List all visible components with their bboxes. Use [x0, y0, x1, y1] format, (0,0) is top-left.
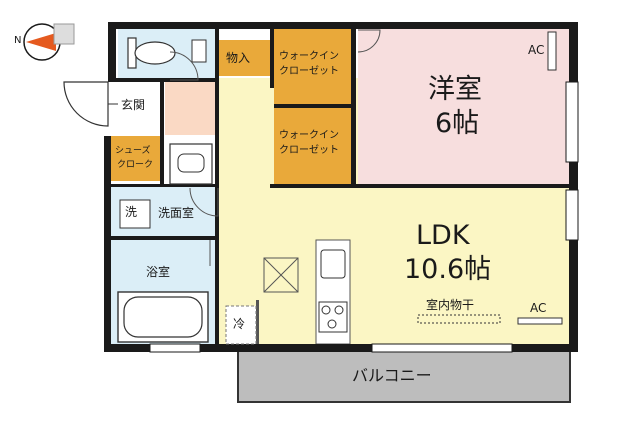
- wall-storage-right: [270, 28, 274, 88]
- indoor-drying-rail: [417, 314, 501, 324]
- shoe-closet-floor: [110, 136, 160, 181]
- wall-closet-right: [351, 28, 356, 186]
- wall-entrance-right: [160, 80, 164, 186]
- balcony-area: [237, 349, 571, 403]
- range-hood-line: [263, 257, 299, 293]
- outer-wall-bottom: [108, 344, 578, 352]
- window-bath: [149, 343, 201, 353]
- bathtub-inner: [123, 296, 203, 338]
- kitchen-sink: [320, 249, 346, 279]
- compass-label: N: [14, 35, 22, 46]
- indoor-drying-label: 室内物干: [426, 298, 475, 312]
- fridge-mark: 冷: [233, 317, 246, 331]
- compass-decoration: [53, 23, 75, 45]
- ldk-name: LDK: [416, 220, 470, 251]
- outer-wall-right: [569, 22, 578, 352]
- washbasin-bowl: [177, 153, 205, 173]
- burner: [321, 305, 331, 315]
- shoe-closet-line1: シューズ: [115, 146, 151, 156]
- entrance-door-swing: [63, 81, 109, 127]
- western-room-size: 6帖: [435, 108, 480, 139]
- door-swing-wash: [189, 187, 219, 217]
- balcony-label: バルコニー: [352, 366, 432, 385]
- burner: [327, 319, 337, 329]
- wall-western-bottom: [356, 184, 570, 188]
- fridge-space: [225, 305, 257, 345]
- window-balcony: [371, 343, 513, 353]
- ldk-ac-label: AC: [530, 301, 547, 315]
- washer-box: [119, 199, 151, 229]
- toilet-sink: [191, 39, 207, 63]
- wic2-floor: [274, 108, 351, 186]
- wic2-label-line1: ウォークイン: [279, 130, 339, 141]
- storage-label: 物入: [226, 51, 251, 65]
- outer-wall-left-upper: [108, 22, 116, 82]
- washroom-label: 洗面室: [158, 206, 195, 220]
- washer-mark: 洗: [125, 205, 138, 219]
- outer-wall-left-lower: [104, 136, 111, 352]
- wall-wet-right: [215, 28, 219, 350]
- wall-bath-top: [108, 236, 218, 240]
- entrance-floor: [165, 80, 218, 135]
- wic1-label-line2: クローゼット: [279, 66, 339, 77]
- ac-unit-ldk: [517, 317, 563, 325]
- ac-unit-western: [547, 31, 557, 71]
- door-swing-western: [357, 29, 381, 53]
- bathroom-label: 浴室: [146, 265, 171, 279]
- wic1-floor: [274, 28, 351, 106]
- entrance-label: 玄関: [121, 98, 146, 112]
- wall-closet-middle: [274, 104, 353, 108]
- door-swing-toilet: [169, 51, 199, 81]
- burner: [334, 305, 344, 315]
- ldk-size: 10.6帖: [404, 254, 492, 285]
- western-room-name: 洋室: [428, 74, 482, 105]
- western-room-floor: [358, 28, 570, 186]
- wic1-label-line1: ウォークイン: [279, 51, 339, 62]
- wall-closet-bottom: [270, 184, 356, 188]
- window-right-lower: [565, 189, 579, 241]
- storage-floor: [218, 40, 270, 76]
- compass-needle-icon: [26, 33, 56, 51]
- range-hood: [263, 257, 299, 293]
- outer-wall-top: [108, 22, 578, 29]
- wall-fridge-right: [256, 300, 259, 344]
- shoe-closet-line2: クローク: [117, 160, 154, 170]
- wic2-label-line2: クローゼット: [279, 145, 339, 156]
- toilet-bowl: [134, 41, 176, 65]
- western-ac-label: AC: [528, 43, 545, 57]
- window-right-upper: [565, 81, 579, 163]
